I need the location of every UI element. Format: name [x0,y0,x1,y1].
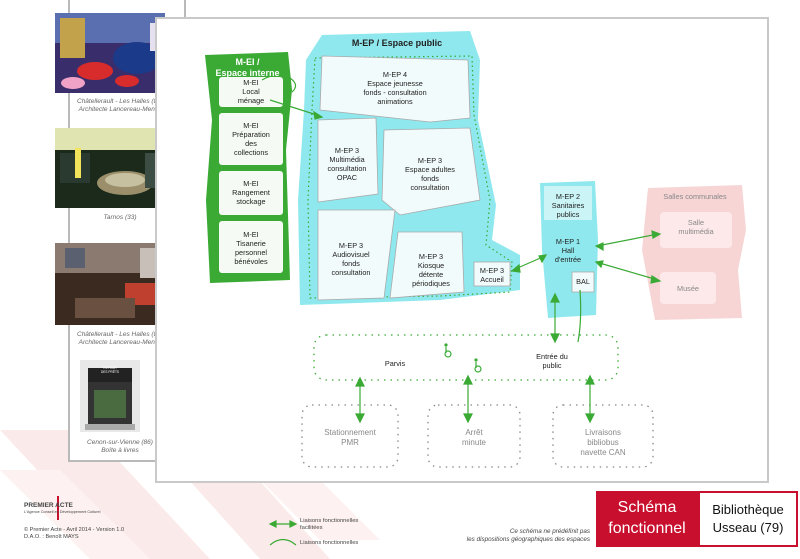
mep3-accueil: M-EP 3 Accueil [479,266,505,284]
mep3-adultes: M-EP 3 Espace adultes fonds consultation [405,156,455,192]
wheelchair-icon [474,358,482,373]
wheelchair-icon [444,343,452,358]
schema-title: Schéma fonctionnel [596,491,698,547]
entree-public: Entrée du public [536,352,568,370]
legend-facilitated-text: Liaisons fonctionnelles facilitées [300,518,359,531]
legend-functional-text: Liaisons fonctionnelles [300,540,359,546]
mep2-sanitaires: M-EP 2 Sanitaires publics [551,192,585,219]
bal-box: BAL [576,277,590,286]
dao-credit: D.A.O. : Benoît MAYS [24,534,79,540]
mep-header: M-EP / Espace public [351,38,443,48]
mep3-audiovisuel: M-EP 3 Audiovisuel fonds consultation [331,241,371,277]
mep1-hall: M-EP 1 Hall d'entrée [554,237,582,264]
library-title: Bibliothèque Usseau (79) [698,491,798,547]
photo-book-box [80,360,140,432]
mei-preparation: M-EI Préparation des collections [232,121,270,157]
livraisons: Livraisons bibliobus navette CAN [580,428,626,457]
mep3-multimedia: M-EP 3 Multimédia consultation OPAC [327,146,367,182]
photo-tarnos [55,128,165,208]
salle-multimedia: Salle multimédia [678,218,714,236]
legend-facilitated-arrow [268,520,298,528]
logo-tagline: L'Agence Conseil en Développement Cultur… [24,510,101,514]
mep3-kiosque: M-EP 3 Kiosque détente périodiques [412,252,450,288]
mei-rangement: M-EI Rangement stockage [232,179,270,206]
book-box-sign: RETOUR DES PRÊTS [100,366,120,374]
parvis: Parvis [384,359,406,368]
legend-functional-curve [269,538,297,546]
photo-caption: Tarnos (33) [103,214,137,221]
mei-header: M-EI / Espace interne [215,57,280,78]
mei-tisanerie: M-EI Tisanerie personnel bénévoles [234,230,268,266]
photo-chatellerault-1 [55,13,165,93]
photo-caption: Cenon-sur-Vienne (86) Boîte à livres [87,439,153,454]
photo-chatellerault-2 [55,243,165,325]
salles-title: Salles communales [663,192,727,201]
musee: Musée [677,284,699,293]
copyright: © Premier Acte - Avril 2014 - Version 1.… [24,527,125,533]
stationnement-pmr: Stationnement PMR [324,428,376,447]
arret-minute: Arrêt minute [461,428,486,447]
mei-local-menage: M-EI Local ménage [237,78,265,105]
mep4-box: M-EP 4 Espace jeunesse fonds - consultat… [363,70,427,106]
logo-name: PREMIER ACTE [24,502,73,509]
diagram-note: Ce schéma ne prédéfinit pas les disposit… [466,528,590,543]
